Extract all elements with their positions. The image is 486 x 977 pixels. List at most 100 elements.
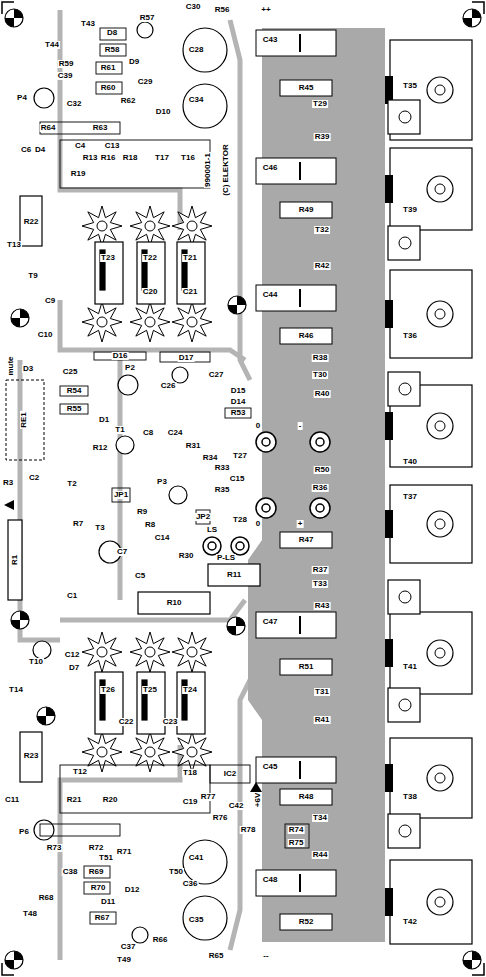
heatsink-clips-part	[97, 221, 107, 231]
part-label: C1	[66, 592, 78, 600]
part-label: T40	[402, 458, 418, 466]
power-transistors-part	[399, 111, 411, 123]
part-label: T25	[142, 686, 158, 694]
part-label: T14	[8, 686, 24, 694]
trimmer-potentiometers-part	[34, 820, 54, 840]
part-label: C4	[74, 142, 86, 150]
small-components-part	[84, 866, 110, 878]
part-label: (C) ELEKTOR	[222, 143, 230, 196]
power-transistors-part	[256, 30, 336, 56]
fiducial-marks-part	[11, 620, 20, 629]
part-label: T32	[314, 226, 330, 234]
speaker-terminals-part	[310, 498, 330, 518]
part-label: P2	[124, 364, 136, 372]
power-transistors-part	[390, 738, 472, 818]
heatsink-clips-part	[130, 206, 170, 246]
heatsink-clips-part	[82, 302, 122, 342]
heatsink-clips-part	[172, 302, 212, 342]
heatsink-clips-part	[97, 747, 107, 757]
power-transistors-part	[435, 421, 445, 431]
part-label: R37	[312, 566, 329, 574]
power-transistors-part	[385, 888, 393, 916]
small-components-part	[100, 28, 126, 40]
part-label: R78	[240, 826, 257, 834]
part-label: R52	[298, 918, 315, 926]
part-label: T27	[232, 452, 248, 460]
part-label: R8	[144, 521, 156, 529]
part-label: R77	[200, 793, 217, 801]
part-label: T13	[6, 241, 22, 249]
part-label: C6	[20, 146, 32, 154]
part-label: C37	[120, 943, 137, 951]
part-label: R57	[139, 14, 156, 22]
copper-traces-part	[60, 10, 180, 230]
part-label: C28	[188, 46, 205, 54]
fiducial-marks-part	[228, 305, 237, 314]
part-label: R20	[102, 796, 119, 804]
part-label: T34	[312, 814, 328, 822]
fiducial-marks-part	[463, 9, 481, 27]
fiducial-marks-part	[227, 617, 245, 635]
power-transistors-part	[390, 270, 472, 358]
part-label: T10	[28, 658, 44, 666]
part-label: T39	[402, 206, 418, 214]
power-transistors-part	[427, 511, 453, 537]
part-label: C46	[262, 164, 279, 172]
speaker-terminals-part	[203, 537, 221, 555]
power-transistors-part	[385, 412, 393, 440]
heatsink-clips-part	[82, 632, 122, 672]
power-transistors-part	[299, 34, 301, 52]
heatsink-clips-part	[172, 732, 212, 772]
part-label: C47	[262, 618, 279, 626]
part-label: R23	[23, 752, 40, 760]
part-label: C30	[185, 3, 202, 11]
part-label: P4	[16, 94, 28, 102]
power-transistors-part	[280, 532, 332, 548]
fiducial-marks-part	[11, 318, 20, 327]
fiducial-marks-part	[14, 9, 23, 18]
part-label: C34	[188, 96, 205, 104]
part-label: R11	[226, 571, 242, 579]
electrolytic-capacitors-part	[183, 28, 227, 72]
fiducial-marks-part	[46, 707, 55, 716]
electrolytic-capacitors	[33, 22, 227, 943]
part-label: C20	[142, 288, 159, 296]
speaker-terminals-part	[316, 438, 324, 446]
small-components-part	[40, 122, 120, 134]
power-transistors-part	[256, 612, 336, 638]
part-label: D8	[106, 29, 118, 37]
speaker-terminals	[203, 432, 330, 555]
part-label: D11	[100, 898, 116, 906]
copper-traces-part	[230, 20, 250, 380]
heatsink-clips-part	[130, 632, 170, 672]
heatsink-clips-part	[172, 206, 212, 246]
part-label: T38	[402, 793, 418, 801]
part-label: C15	[229, 475, 246, 483]
power-transistors-part	[385, 510, 393, 538]
part-label: T1	[114, 426, 125, 434]
part-label: R76	[212, 814, 229, 822]
part-label: R39	[314, 133, 331, 141]
relay-outline-part	[6, 380, 44, 460]
trimmer-potentiometers-part	[169, 486, 187, 504]
fiducial-marks-part	[20, 309, 29, 318]
fiducial-marks-part	[228, 296, 246, 314]
power-transistors-part	[388, 372, 420, 406]
part-label: T26	[100, 686, 116, 694]
part-label: R45	[298, 84, 315, 92]
power-transistors-part	[385, 175, 393, 203]
power-transistors-part	[299, 162, 301, 180]
part-label: T31	[314, 688, 330, 696]
copper-traces	[20, 10, 250, 960]
part-label: C26	[160, 382, 177, 390]
part-label: T12	[72, 768, 88, 776]
part-label: D1	[98, 416, 110, 424]
part-label: R64	[40, 124, 57, 132]
part-label: D14	[230, 398, 247, 406]
driver-transistors-part	[177, 242, 205, 304]
part-label: T37	[402, 493, 418, 501]
arrow-marks	[4, 500, 262, 792]
part-label: R53	[230, 409, 247, 417]
